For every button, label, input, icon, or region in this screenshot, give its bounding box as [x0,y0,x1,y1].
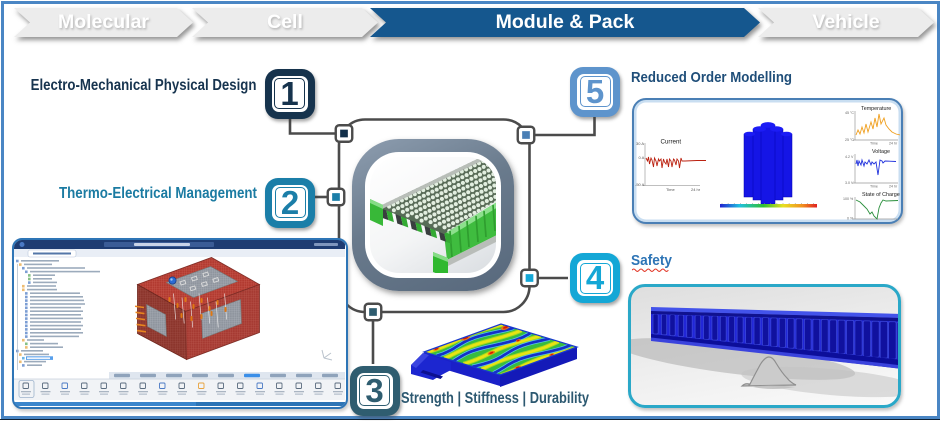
svg-text:100 %: 100 % [843,197,854,201]
svg-text:3.0 V: 3.0 V [845,181,854,185]
svg-text:Time: Time [870,141,878,145]
svg-text:24 hr: 24 hr [691,187,701,192]
svg-text:25 °C: 25 °C [845,138,854,142]
svg-text:30 A: 30 A [636,141,644,146]
svg-text:24 hr: 24 hr [889,141,898,145]
svg-text:0 %: 0 % [847,216,854,220]
svg-text:-50 A: -50 A [635,182,645,187]
svg-text:Current: Current [660,138,681,145]
svg-text:45 °C: 45 °C [845,111,854,115]
svg-text:24 hr: 24 hr [889,184,898,188]
svg-text:Voltage: Voltage [872,149,890,155]
svg-text:Temperature: Temperature [861,106,891,112]
svg-text:Time: Time [870,184,878,188]
svg-text:4.2 V: 4.2 V [845,155,854,159]
svg-text:Time: Time [666,187,676,192]
svg-text:0 A: 0 A [638,155,644,160]
svg-text:State of Charge: State of Charge [862,192,900,198]
